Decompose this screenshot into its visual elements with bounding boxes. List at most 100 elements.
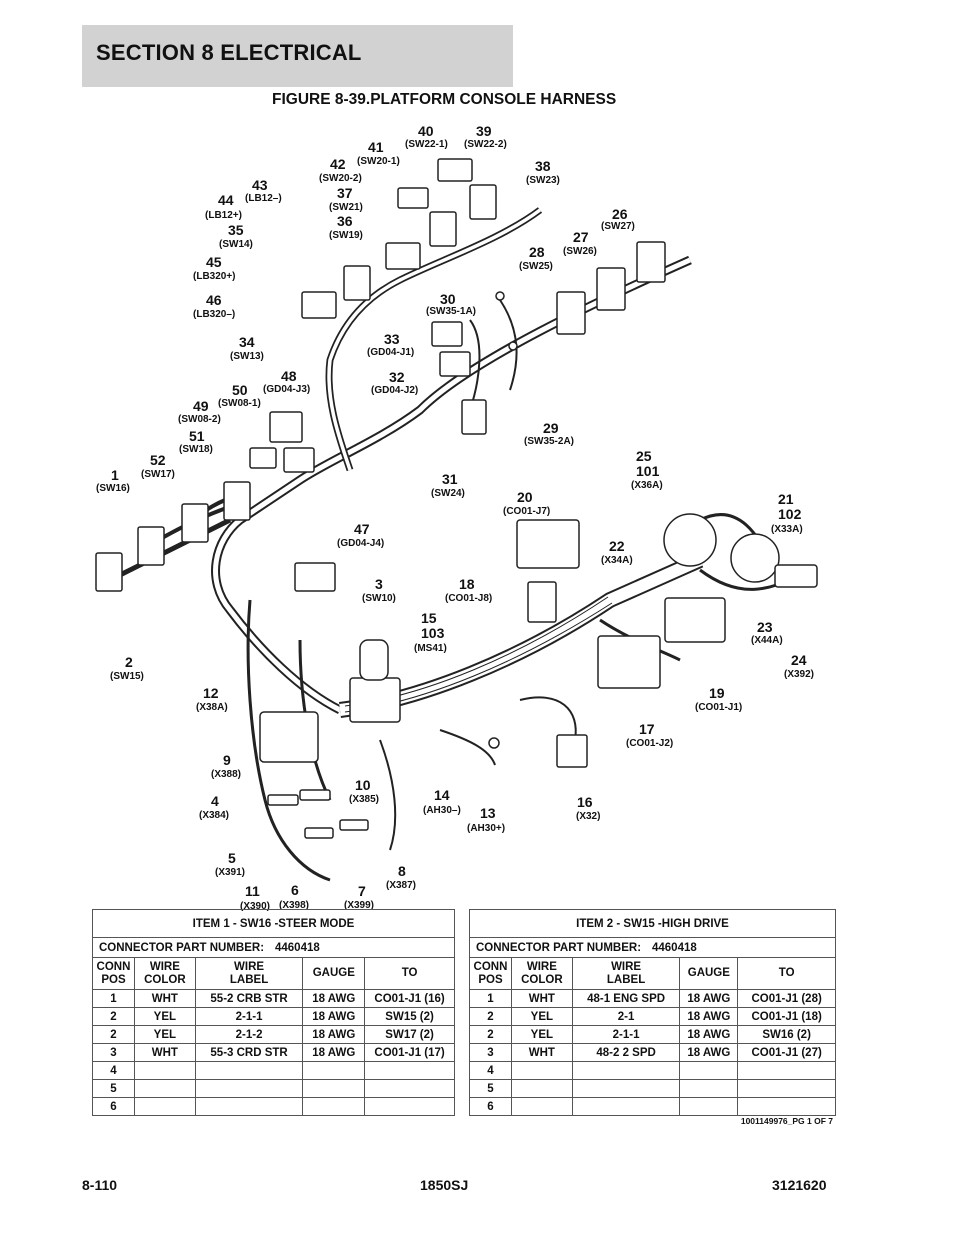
section-banner [82,25,513,87]
callout-designation: (SW23) [526,175,560,186]
table-cell: 18 AWG [679,1043,739,1062]
callout-number: 5 [228,850,236,866]
table-cell [302,1079,366,1098]
callout-designation: (X399) [344,900,374,911]
callout-designation: (SW21) [329,202,363,213]
callout-21: 49(SW08-2) [178,398,221,425]
table-cell: 6 [92,1097,135,1116]
callout-28: 20(CO01-J7) [503,489,550,517]
table-cell: 2-1 [571,1007,681,1026]
table-cell: 6 [469,1097,512,1116]
callout-number: 23 [757,619,773,635]
table-cell [364,1061,455,1080]
callout-45: 13(AH30+) [467,805,505,834]
table-cell: YEL [133,1007,196,1026]
callout-46: 16(X32) [576,794,600,822]
callout-number: 29 [543,420,559,436]
table-row: 6 [92,1097,455,1116]
table-cell: 2 [469,1007,512,1026]
table-cell: SW16 (2) [737,1025,836,1044]
callout-14: 46(LB320–) [193,292,235,320]
callout-number: 33 [384,331,400,347]
table-cell [133,1061,196,1080]
table-cell: 18 AWG [679,1007,739,1026]
callout-27: 31(SW24) [431,471,465,499]
table-cell: WHT [133,989,196,1008]
table-cell: 55-3 CRD STR [194,1043,304,1062]
connectors [95,158,818,839]
harness-diagram: 40(SW22-1)39(SW22-2)41(SW20-1)42(SW20-2)… [95,123,818,912]
table-cell: 1 [469,989,512,1008]
callout-number: 26 [612,206,628,222]
column-header: GAUGE [302,957,366,990]
table-cell [679,1097,739,1116]
callout-number: 9 [223,752,231,768]
callout-designation: (SW22-1) [405,139,448,150]
callout-designation: (LB320+) [193,271,236,282]
callout-6: 37(SW21) [329,185,363,213]
callout-4: 38(SW23) [526,158,560,186]
callout-number: 18 [459,576,475,592]
table-cell: 2 [469,1025,512,1044]
document-reference: 1001149976_PG 1 OF 7 [740,1116,833,1126]
callout-number: 14 [434,787,450,803]
callout-1: 39(SW22-2) [464,123,507,150]
table-row: 5 [469,1079,836,1098]
wire-table-item-1: ITEM 1 - SW16 -STEER MODE CONNECTOR PART… [92,909,455,1116]
table-cell [133,1079,196,1098]
callout-designation: (X385) [349,794,379,805]
column-header: TO [737,957,836,990]
callout-designation: (SW26) [563,246,597,257]
callout-number: 101 [636,463,660,479]
callout-18: 48(GD04-J3) [263,368,310,395]
callout-designation: (X392) [784,669,814,680]
callout-12: 28(SW25) [519,244,553,272]
section-title: SECTION 8 ELECTRICAL [96,40,362,65]
callout-10: 35(SW14) [219,222,253,250]
callout-designation: (SW19) [329,230,363,241]
table-cell [194,1061,304,1080]
callout-number: 13 [480,805,496,821]
callout-designation: (X32) [576,811,600,822]
callout-designation: (X390) [240,901,270,912]
callout-designation: (SW08-2) [178,414,221,425]
footer-model: 1850SJ [420,1177,469,1193]
callout-number: 2 [125,654,133,670]
callout-50: 6(X398) [279,882,309,911]
callout-designation: (SW10) [362,593,396,604]
table-cell [679,1061,739,1080]
table-cell: 2-1-1 [194,1007,304,1026]
callout-number: 34 [239,334,255,350]
callout-number: 30 [440,291,456,307]
table-cell: 5 [469,1079,512,1098]
table-cell: CO01-J1 (18) [737,1007,836,1026]
callout-designation: (SW35-1A) [426,306,476,317]
callout-number: 12 [203,685,219,701]
callout-22: 29(SW35-2A) [524,420,574,447]
connector-part-number: CONNECTOR PART NUMBER:4460418 [92,937,455,958]
table-cell [737,1061,836,1080]
callout-2: 41(SW20-1) [357,139,400,167]
callout-42: 10(X385) [349,777,379,805]
callout-layer: 40(SW22-1)39(SW22-2)41(SW20-1)42(SW20-2)… [96,123,814,912]
column-header: GAUGE [679,957,739,990]
callout-designation: (GD04-J2) [371,385,418,396]
table-cell [510,1061,573,1080]
figure-title: FIGURE 8-39.PLATFORM CONSOLE HARNESS [272,91,617,108]
callout-designation: (GD04-J3) [263,384,310,395]
table-cell: CO01-J1 (16) [364,989,455,1008]
table-cell: CO01-J1 (28) [737,989,836,1008]
callout-designation: (X388) [211,769,241,780]
callout-number: 8 [398,863,406,879]
callout-number: 11 [245,883,260,899]
table-cell [571,1061,681,1080]
callout-number: 44 [218,192,234,208]
callout-number: 28 [529,244,545,260]
callout-26: 1(SW16) [96,467,130,494]
table-cell: 5 [92,1079,135,1098]
footer-part-number: 3121620 [772,1177,827,1193]
callout-number: 6 [291,882,299,898]
